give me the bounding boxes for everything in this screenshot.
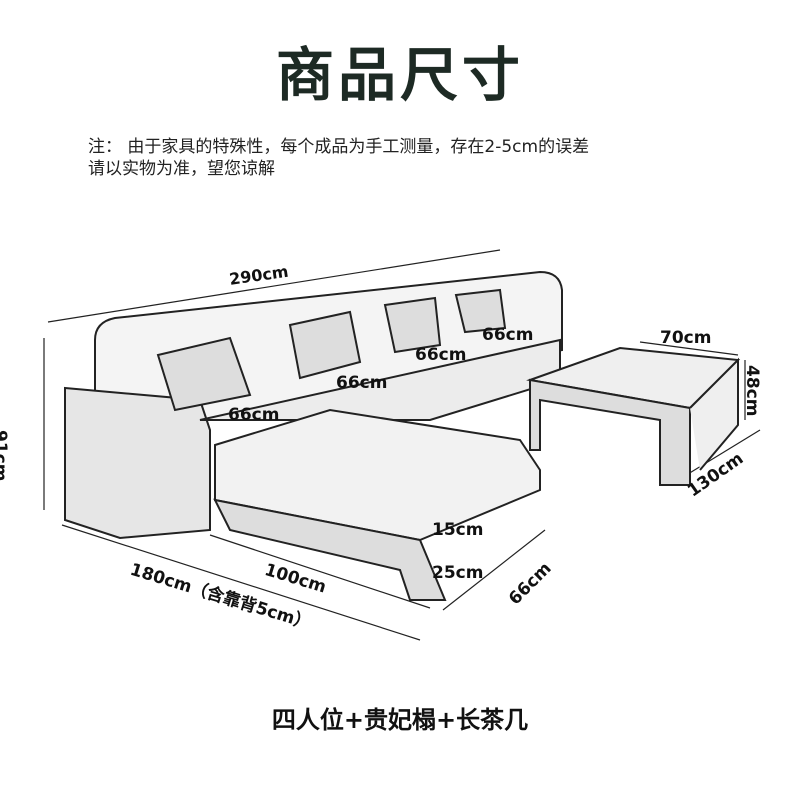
note-line-2: 请以实物为准，望您谅解 [88, 159, 275, 179]
disclaimer-note: 注： 由于家具的特殊性，每个成品为手工测量，存在2-5cm的误差 请以实物为准，… [88, 136, 589, 180]
pillows [156, 288, 507, 412]
note-line-1: 注： 由于家具的特殊性，每个成品为手工测量，存在2-5cm的误差 [88, 137, 590, 157]
seat-2-label: 66cm [336, 373, 388, 393]
chaise [213, 408, 541, 601]
table-width-label: 70cm [660, 328, 712, 348]
seat-4-label: 66cm [482, 325, 534, 345]
seat-1-label: 66cm [228, 405, 280, 425]
base-height-label: 25cm [432, 563, 484, 583]
table-height-label: 48cm [742, 365, 762, 417]
product-combo-caption: 四人位+贵妃榻+长茶几 [271, 706, 529, 734]
seat-3-label: 66cm [415, 345, 467, 365]
page-title: 商品尺寸 [275, 41, 524, 109]
cushion-height-label: 15cm [432, 520, 484, 540]
coffee-table [526, 346, 741, 486]
height-label: 91cm [0, 430, 10, 482]
